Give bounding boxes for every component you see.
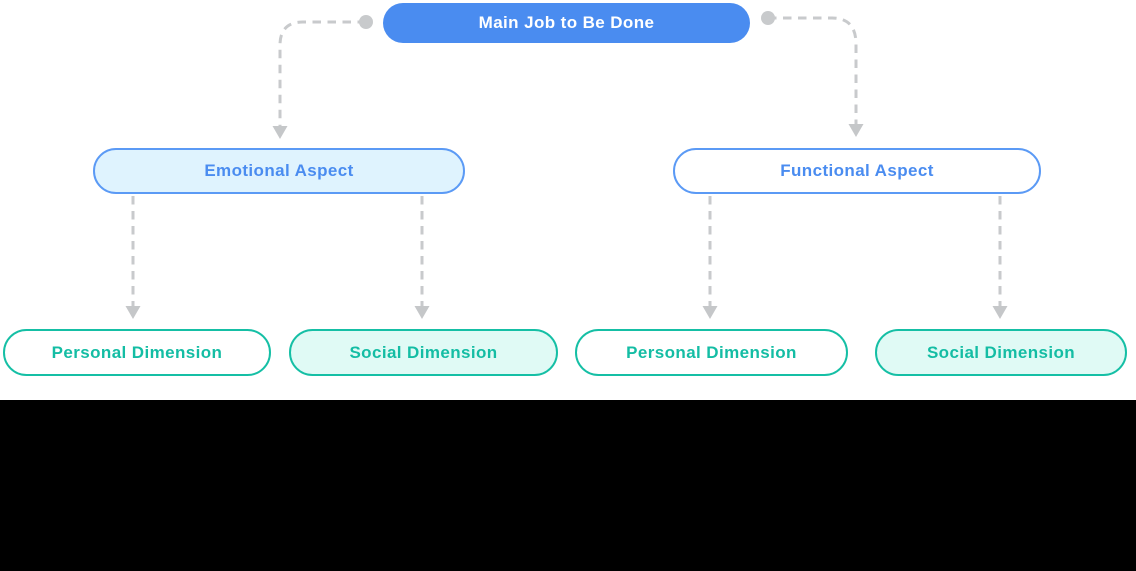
node-emotional-aspect: Emotional Aspect [93, 148, 465, 194]
node-label: Functional Aspect [780, 161, 934, 180]
node-label: Social Dimension [349, 342, 498, 362]
node-emotional-social-dimension: Social Dimension [289, 329, 558, 376]
node-label: Emotional Aspect [204, 161, 354, 180]
node-functional-personal-dimension: Personal Dimension [575, 329, 848, 376]
node-label: Main Job to Be Done [478, 13, 655, 32]
node-label: Personal Dimension [626, 342, 797, 362]
node-main-job-to-be-done: Main Job to Be Done [383, 3, 750, 43]
node-functional-aspect: Functional Aspect [673, 148, 1041, 194]
node-emotional-personal-dimension: Personal Dimension [3, 329, 271, 376]
node-functional-social-dimension: Social Dimension [875, 329, 1127, 376]
node-label: Social Dimension [926, 342, 1076, 362]
node-label: Personal Dimension [51, 342, 223, 362]
